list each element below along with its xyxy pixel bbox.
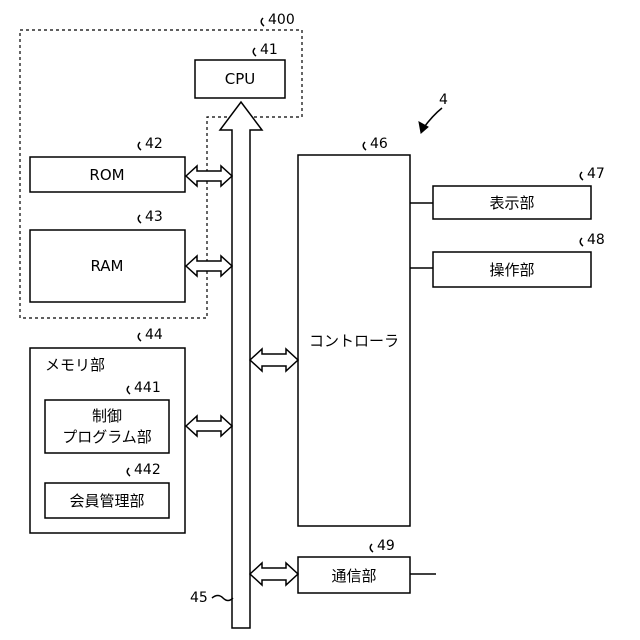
rom-bus-double-arrow xyxy=(186,166,232,186)
reference-44: 44 xyxy=(145,327,163,343)
ram-bus-double-arrow xyxy=(186,256,232,276)
member-management-label: 会員管理部 xyxy=(69,492,144,510)
reference-442: 442 xyxy=(134,462,161,478)
reference-48: 48 xyxy=(587,232,605,248)
reference-46: 46 xyxy=(370,136,388,152)
reference-441: 441 xyxy=(134,380,161,396)
controller-label: コントローラ xyxy=(309,332,399,350)
communication-label: 通信部 xyxy=(331,567,376,585)
cpu-label: CPU xyxy=(225,70,256,88)
reference-47: 47 xyxy=(587,166,605,182)
reference-43: 43 xyxy=(145,209,163,225)
reference-49: 49 xyxy=(377,538,395,554)
memory-bus-double-arrow xyxy=(186,416,232,436)
communication-bus-double-arrow xyxy=(250,563,298,585)
control-program-label-line1: 制御 xyxy=(92,407,122,425)
rom-label: ROM xyxy=(89,166,124,184)
reference-45: 45 xyxy=(190,590,208,606)
reference-400: 400 xyxy=(268,12,295,28)
reference-42: 42 xyxy=(145,136,163,152)
control-program-label-line2: プログラム部 xyxy=(62,428,152,446)
reference-41: 41 xyxy=(260,42,278,58)
memory-label: メモリ部 xyxy=(45,356,105,374)
ram-label: RAM xyxy=(90,257,123,275)
display-label: 表示部 xyxy=(489,194,534,212)
figure-reference-number: 4 xyxy=(439,92,448,108)
controller-bus-double-arrow xyxy=(250,349,298,371)
operation-label: 操作部 xyxy=(489,261,534,279)
